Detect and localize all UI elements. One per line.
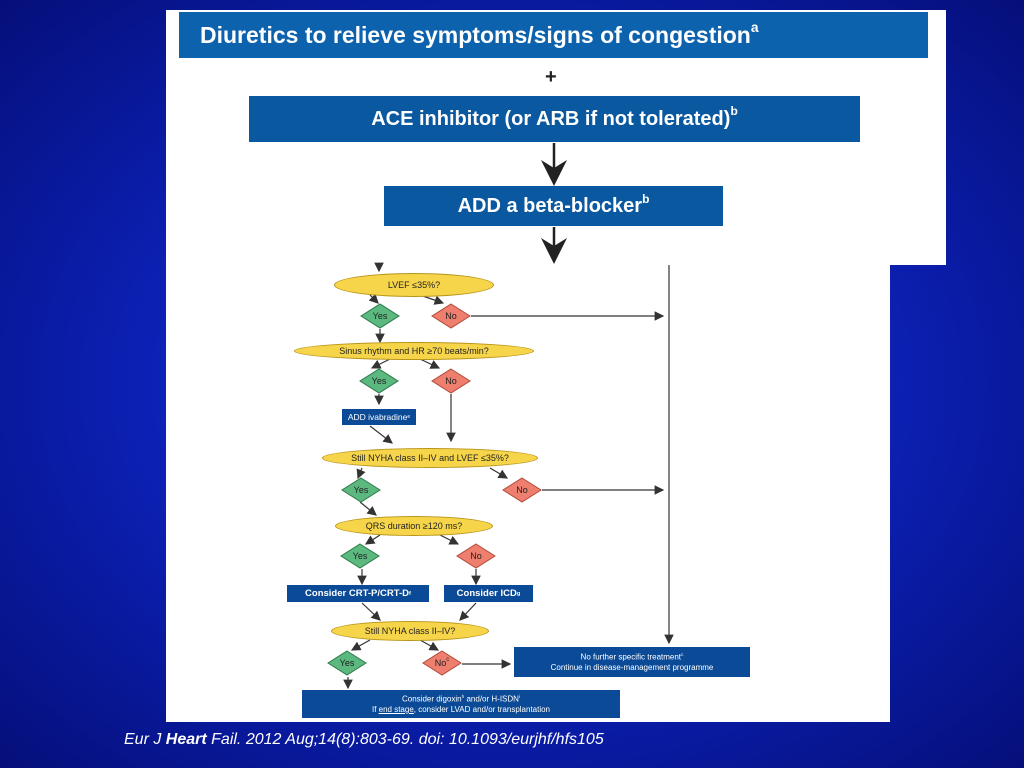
ace-inhibitor-box: ACE inhibitor (or ARB if not tolerated)b [249, 96, 860, 142]
diuretics-text: Diuretics to relieve symptoms/signs of c… [200, 21, 751, 48]
citation-post: Fail. 2012 Aug;14(8):803-69. doi: 10.109… [206, 731, 604, 748]
digoxin-line2a: If [371, 704, 379, 714]
arrowhead-ace-to-beta [541, 160, 567, 186]
no-further-line2: Continue in disease-management programme [550, 662, 714, 672]
beta-text: ADD a beta-blocker [457, 194, 643, 217]
icd-text: Consider ICD [456, 588, 517, 599]
digoxin-line2c: , consider LVAD and/or transplantation [413, 704, 551, 714]
no-sup: c [446, 657, 450, 663]
no-label: No [445, 376, 457, 386]
no-diamond-1: No [431, 303, 471, 329]
diuretics-box: Diuretics to relieve symptoms/signs of c… [179, 12, 928, 58]
crt-text: Consider CRT-P/CRT-D [305, 588, 410, 599]
yes-label: Yes [352, 551, 368, 561]
question-lvef: LVEF ≤35%? [334, 273, 494, 297]
digoxin-sup2: i [518, 695, 521, 701]
yes-label: Yes [371, 376, 387, 386]
crt-sup: f [409, 590, 411, 597]
no-further-treatment-box: No further specific treatmentc Continue … [514, 647, 750, 677]
yes-diamond-3: Yes [341, 477, 381, 503]
ace-sup: b [730, 104, 738, 118]
citation-pre: Eur J [124, 731, 166, 748]
arrowhead-beta-down [541, 238, 567, 264]
beta-sup: b [642, 192, 650, 206]
no-further-sup: c [681, 653, 684, 659]
diuretics-sup: a [750, 20, 759, 35]
citation-bold: Heart [165, 731, 207, 748]
yes-label: Yes [339, 658, 355, 668]
digoxin-sup: h [461, 695, 465, 701]
yes-diamond-1: Yes [360, 303, 400, 329]
ivabradine-text: ADD ivabradine [347, 412, 408, 422]
no-diamond-3: No [502, 477, 542, 503]
question-nyha-lvef: Still NYHA class II–IV and LVEF ≤35%? [322, 448, 538, 468]
question-qrs-duration: QRS duration ≥120 ms? [335, 516, 493, 536]
digoxin-line1-mid: and/or H-ISDN [464, 694, 519, 704]
plus-sign: + [545, 66, 557, 88]
no-label: No [470, 551, 482, 561]
question-nyha: Still NYHA class II–IV? [331, 621, 489, 641]
no-label: No [445, 311, 457, 321]
question-sinus-rhythm: Sinus rhythm and HR ≥70 beats/min? [294, 342, 534, 360]
yes-label: Yes [353, 485, 369, 495]
yes-diamond-2: Yes [359, 368, 399, 394]
no-further-line1: No further specific treatment [580, 652, 682, 662]
no-diamond-2: No [431, 368, 471, 394]
no-label: No [434, 658, 447, 668]
no-label: No [516, 485, 528, 495]
icd-sup: g [516, 590, 521, 597]
citation: Eur J Heart Fail. 2012 Aug;14(8):803-69.… [124, 731, 604, 749]
yes-diamond-4: Yes [340, 543, 380, 569]
yes-diamond-5: Yes [327, 650, 367, 676]
yes-label: Yes [372, 311, 388, 321]
digoxin-line2-underlined: end stage [378, 704, 414, 714]
ace-text: ACE inhibitor (or ARB if not tolerated) [371, 107, 731, 130]
no-diamond-4: No [456, 543, 496, 569]
digoxin-line1: Consider digoxin [401, 694, 462, 704]
digoxin-box: Consider digoxinh and/or H-ISDNi If end … [302, 690, 620, 718]
ivabradine-sup: e [407, 414, 411, 420]
